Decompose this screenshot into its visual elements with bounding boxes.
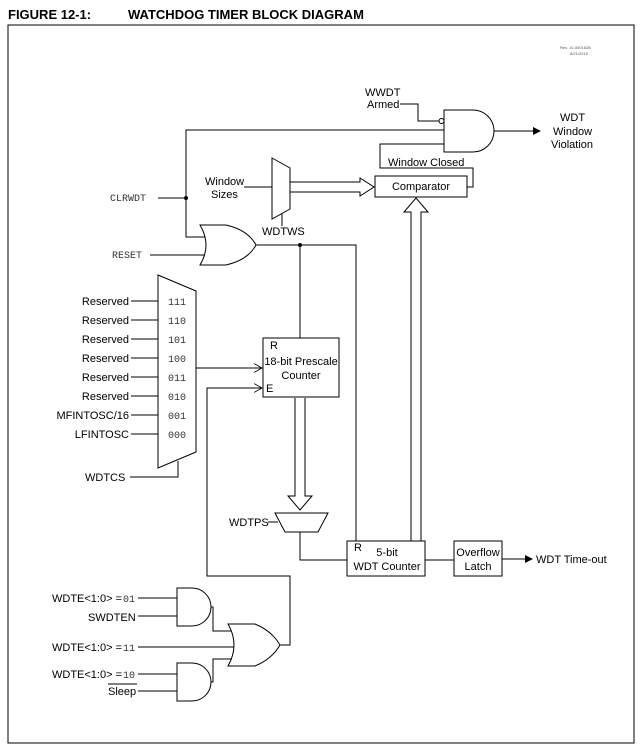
wdtps-label: WDTPS (229, 517, 269, 529)
wdtws-label: WDTWS (262, 226, 305, 238)
clock-source-label: Reserved (82, 391, 129, 403)
window-sizes-label: Window (205, 176, 244, 188)
revision-date: 8/21/2015 (570, 51, 589, 56)
clrwdt-to-or-wire (185, 198, 207, 238)
window-size-mux (271, 157, 291, 220)
wdt-window-violation-label: WDT (560, 112, 585, 124)
wdte-11-value: 11 (123, 644, 135, 655)
counter-to-comparator-bus (402, 197, 430, 541)
clock-source-label: Reserved (82, 372, 129, 384)
wwdt-armed-wire (400, 103, 439, 122)
overflow-latch-label: Overflow (456, 547, 499, 559)
clock-select-code: 101 (168, 336, 186, 347)
prescale-counter-label-line2: Counter (281, 370, 320, 382)
clock-source-label: Reserved (82, 334, 129, 346)
comparator-label: Comparator (392, 181, 450, 193)
clock-source-label: MFINTOSC/16 (56, 410, 129, 422)
wdte-10-value: 10 (123, 671, 135, 682)
sleep-label: Sleep (108, 686, 136, 698)
wwdt-armed-label-line2: Armed (367, 99, 399, 111)
window-size-bus-arrow (290, 177, 375, 197)
clrwdt-label: CLRWDT (110, 194, 146, 205)
wdt-counter-reset-pin: R (354, 542, 362, 554)
window-closed-label: Window Closed (388, 157, 464, 169)
sleep-and-gate (176, 662, 212, 702)
clock-source-label: LFINTOSC (75, 429, 129, 441)
wdtcs-wire (130, 461, 179, 478)
prescale-output-wire (299, 532, 366, 560)
wdtcs-label: WDTCS (85, 472, 125, 484)
figure-number: FIGURE 12-1: (8, 7, 91, 22)
wdtps-mux (274, 512, 329, 533)
and1-to-or-wire (211, 606, 232, 632)
clrwdt-to-and-wire (185, 129, 444, 198)
clock-select-code: 001 (168, 412, 186, 423)
wdt-window-violation-label-line2: Window (553, 126, 592, 138)
enable-wire (206, 388, 291, 632)
enable-or-gate (227, 623, 281, 667)
wdt-timeout-label: WDT Time-out (536, 554, 607, 566)
clock-select-code: 100 (168, 355, 186, 366)
wdte-01-label: WDTE<1:0> = (52, 593, 122, 605)
swdten-and-gate (176, 587, 212, 627)
prescale-reset-pin: R (270, 340, 278, 352)
wdte-01-value: 01 (123, 595, 135, 606)
clock-select-code: 111 (168, 298, 186, 309)
wdte-10-label: WDTE<1:0> = (52, 669, 122, 681)
counter-reset-wire (300, 244, 367, 553)
or-output-enable-wire (280, 632, 291, 646)
figure-frame (7, 24, 635, 744)
reset-or-gate (199, 224, 257, 266)
window-closed-wire (379, 143, 474, 188)
window-sizes-label-line2: Sizes (211, 189, 238, 201)
overflow-latch-label-line2: Latch (465, 561, 492, 573)
prescale-counter-label: 18-bit Prescale (264, 356, 337, 368)
overflow-latch-block (453, 540, 503, 577)
prescaler-bus-arrow (286, 398, 314, 511)
comparator-block (374, 175, 468, 198)
clock-source-mux (157, 274, 197, 469)
clock-select-code: 011 (168, 374, 186, 385)
wwdt-armed-label: WWDT (365, 87, 401, 99)
wdt-window-violation-label-line3: Violation (551, 139, 593, 151)
clock-select-code: 000 (168, 431, 186, 442)
swdten-label: SWDTEN (88, 612, 136, 624)
wdte-11-label: WDTE<1:0> = (52, 642, 122, 654)
wdt-counter-label-line2: WDT Counter (353, 561, 420, 573)
and2-to-or-wire (211, 658, 232, 683)
prescale-counter-block (262, 337, 340, 398)
reset-label: RESET (112, 251, 142, 262)
clock-source-label: Reserved (82, 353, 129, 365)
clock-select-code: 010 (168, 393, 186, 404)
inverting-bubble (438, 118, 445, 124)
window-violation-and-gate (443, 109, 495, 153)
clock-select-code: 110 (168, 317, 186, 328)
prescale-enable-pin: E (266, 383, 273, 395)
wdt-counter-label: 5-bit (376, 547, 397, 559)
clock-source-label: Reserved (82, 315, 129, 327)
revision-id: Rev. 10-000162B (560, 45, 591, 50)
wdt-counter-block (346, 540, 426, 577)
figure-title: WATCHDOG TIMER BLOCK DIAGRAM (128, 7, 364, 22)
clock-source-label: Reserved (82, 296, 129, 308)
